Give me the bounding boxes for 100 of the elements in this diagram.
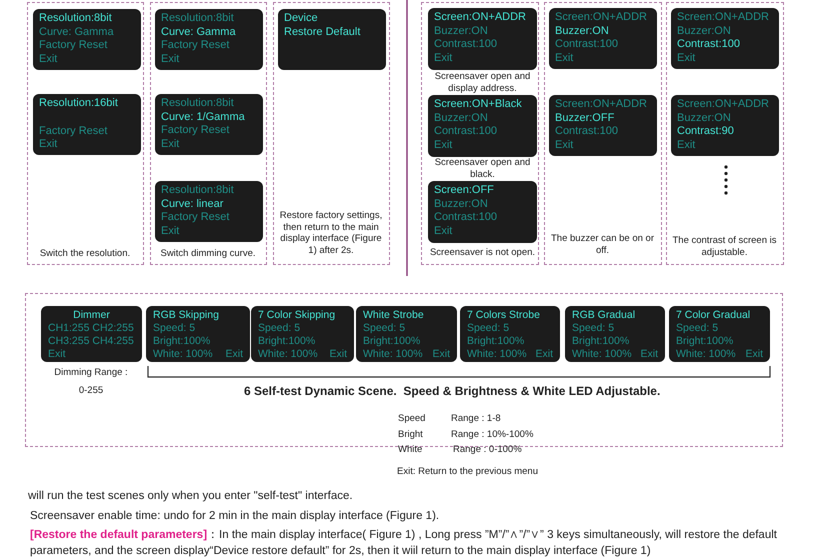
lcd-screen bbox=[460, 306, 560, 362]
menu-item: White: 100% bbox=[363, 348, 423, 361]
menu-item: Bright:100% bbox=[153, 335, 212, 348]
panel-frame bbox=[421, 2, 539, 265]
panel-frame bbox=[544, 2, 662, 265]
node-label: Switch dimming curve. bbox=[159, 248, 257, 260]
panel-frame bbox=[273, 2, 390, 265]
menu-item: Exit bbox=[640, 348, 658, 361]
menu-item: Exit bbox=[432, 348, 450, 361]
menu-item: Exit bbox=[39, 52, 58, 66]
menu-item: Exit bbox=[161, 52, 180, 66]
lcd-screen bbox=[549, 8, 657, 69]
lcd-screen bbox=[41, 306, 142, 362]
menu-item: Exit bbox=[39, 138, 58, 152]
lcd-screen bbox=[155, 181, 263, 242]
menu-item: White: 100% bbox=[153, 348, 213, 361]
menu-item-selected: Screen:ON+Black bbox=[434, 98, 523, 112]
menu-item: White: 100% bbox=[467, 348, 527, 361]
menu-item: Buzzer:ON bbox=[677, 112, 732, 125]
menu-item: Factory Reset bbox=[39, 39, 108, 52]
menu-item: Exit bbox=[677, 52, 696, 65]
menu-item: Exit bbox=[677, 138, 696, 152]
menu-item-selected: Curve: Gamma bbox=[161, 26, 237, 39]
lcd-screen bbox=[671, 8, 779, 69]
lcd-screen bbox=[428, 181, 537, 243]
menu-item-selected: RGB Skipping bbox=[153, 309, 220, 322]
menu-item: Screen:ON+ADDR bbox=[677, 11, 770, 24]
lcd-screen bbox=[669, 306, 770, 362]
section-heading: 6 Self-test Dynamic Scene. Speed & Brightness & White LED Adjustable. bbox=[244, 384, 660, 398]
menu-item-selected: 7 Color Gradual bbox=[676, 309, 752, 322]
menu-item: Resolution:8bit bbox=[161, 184, 235, 198]
node-label: The buzzer can be on or off. bbox=[550, 233, 655, 256]
lcd-screen bbox=[155, 9, 263, 70]
menu-item: Bright:100% bbox=[258, 335, 316, 348]
menu-item-selected: Resolution:8bit bbox=[39, 12, 113, 26]
lcd-screen bbox=[155, 94, 263, 155]
menu-item: White: 100% bbox=[258, 348, 318, 361]
menu-item: Contrast:100 bbox=[555, 125, 619, 138]
menu-item: Screen:ON+ADDR bbox=[555, 11, 648, 24]
menu-item: Buzzer:ON bbox=[434, 198, 489, 211]
menu-item: Speed: 5 bbox=[258, 322, 302, 335]
menu-item: Exit bbox=[161, 138, 180, 151]
panel-frame bbox=[27, 2, 144, 265]
menu-item-selected: 7 Colors Strobe bbox=[467, 309, 541, 322]
menu-item-selected: Contrast:90 bbox=[677, 125, 735, 138]
menu-item: Exit bbox=[225, 348, 243, 361]
range-value: Range : 1-8 bbox=[451, 413, 501, 424]
lcd-screen bbox=[671, 95, 779, 156]
menu-item: Exit bbox=[555, 52, 574, 65]
menu-item-selected: Contrast:100 bbox=[677, 38, 741, 52]
range-name: White bbox=[398, 444, 422, 455]
menu-item: Bright:100% bbox=[676, 335, 734, 348]
menu-item-selected: Device bbox=[284, 12, 319, 26]
menu-item-selected: Buzzer:ON bbox=[555, 24, 610, 38]
menu-item: Contrast:100 bbox=[555, 38, 619, 52]
lcd-screen bbox=[251, 306, 354, 362]
lcd-screen bbox=[565, 306, 665, 362]
note: Screensaver enable time: undo for 2 min in the main display interface (Figure 1). bbox=[30, 509, 440, 524]
panel-frame bbox=[666, 2, 784, 265]
node-label: Screensaver is not open. bbox=[428, 247, 536, 258]
menu-item: Factory Reset bbox=[161, 39, 230, 52]
menu-item-selected: White Strobe bbox=[363, 309, 425, 322]
panel-frame bbox=[150, 2, 267, 265]
menu-item: Exit bbox=[161, 224, 180, 238]
menu-item-selected: Dimmer bbox=[72, 309, 111, 322]
menu-item: Screen:ON+ADDR bbox=[555, 98, 648, 112]
menu-item-selected: Resolution:16bit bbox=[39, 97, 119, 110]
note: [Restore the default parameters]：In the main display interface( Figure 1) , Long press ”M”/”∧”/”∨” 3 keys simultaneously, will restore the default parameters, and the screen display“Device restore default” for 2s, then it wiil return to the main display interface (Figure 1) bbox=[30, 528, 778, 558]
menu-item: Exit bbox=[555, 138, 574, 152]
menu-item: Resolution:8bit bbox=[161, 97, 235, 110]
menu-item: Exit bbox=[434, 224, 454, 238]
menu-item: Exit bbox=[48, 348, 67, 361]
menu-item-selected: Curve: linear bbox=[161, 198, 224, 211]
menu-item: Speed: 5 bbox=[467, 322, 510, 335]
menu-item: Exit bbox=[535, 348, 553, 361]
menu-item: Exit bbox=[434, 138, 454, 152]
menu-item: Speed: 5 bbox=[153, 322, 196, 335]
range-value: Range : 0-100% bbox=[453, 444, 522, 455]
menu-item: Resolution:8bit bbox=[161, 12, 235, 26]
menu-item: Contrast:100 bbox=[434, 211, 498, 224]
range-name: Bright bbox=[398, 429, 423, 440]
menu-item: Exit bbox=[434, 52, 454, 65]
lcd-screen bbox=[428, 8, 537, 70]
node-label: Dimming Range : 0-255 bbox=[53, 366, 129, 398]
menu-item: Exit bbox=[745, 348, 763, 361]
menu-item: Screen:ON+ADDR bbox=[677, 98, 770, 112]
menu-item: Factory Reset bbox=[39, 124, 108, 138]
lcd-screen bbox=[278, 9, 386, 70]
lcd-screen bbox=[33, 94, 141, 155]
menu-item: Bright:100% bbox=[363, 335, 422, 348]
menu-item: Curve: Gamma bbox=[39, 26, 115, 39]
panel-frame bbox=[25, 293, 783, 447]
note: will run the test scenes only when you enter "self-test" interface. bbox=[28, 489, 354, 504]
menu-item: Bright:100% bbox=[572, 335, 630, 348]
menu-item: Factory Reset bbox=[161, 211, 230, 224]
menu-item-selected: RGB Gradual bbox=[572, 309, 636, 322]
menu-item: White: 100% bbox=[572, 348, 632, 361]
lcd-screen bbox=[549, 95, 657, 156]
menu-item-selected: Restore Default bbox=[284, 26, 362, 39]
node-label: The contrast of screen is adjustable. bbox=[671, 235, 778, 258]
